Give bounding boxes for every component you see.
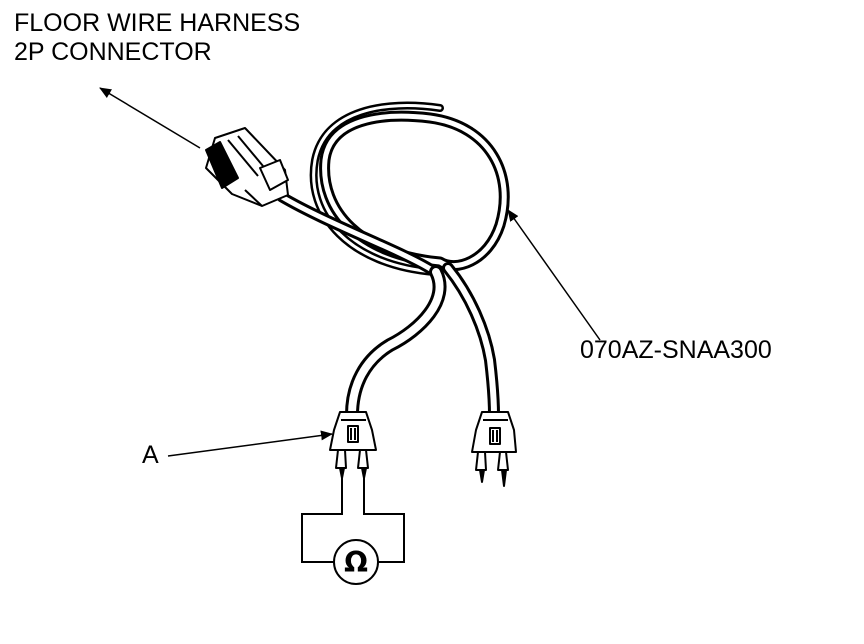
harness-cable bbox=[276, 101, 510, 422]
connector-callout-line1: FLOOR WIRE HARNESS bbox=[14, 9, 301, 37]
tool-leader-arrow bbox=[507, 209, 601, 341]
connector-callout-line2: 2P CONNECTOR bbox=[14, 38, 212, 66]
floor-harness-2p-connector bbox=[205, 127, 289, 207]
tool-number-label: 070AZ-SNAA300 bbox=[580, 336, 772, 364]
probe-a bbox=[329, 411, 377, 479]
part-a-label: A bbox=[142, 441, 159, 469]
ohmmeter-icon: Ω bbox=[344, 546, 368, 579]
probe-b bbox=[471, 411, 517, 487]
part-a-leader-arrow bbox=[167, 430, 333, 457]
ohmmeter-circuit bbox=[301, 478, 405, 585]
connector-callout: FLOOR WIRE HARNESS 2P CONNECTOR bbox=[14, 9, 300, 67]
ohmmeter-circle bbox=[333, 539, 379, 585]
connector-leader-arrow bbox=[99, 87, 201, 149]
